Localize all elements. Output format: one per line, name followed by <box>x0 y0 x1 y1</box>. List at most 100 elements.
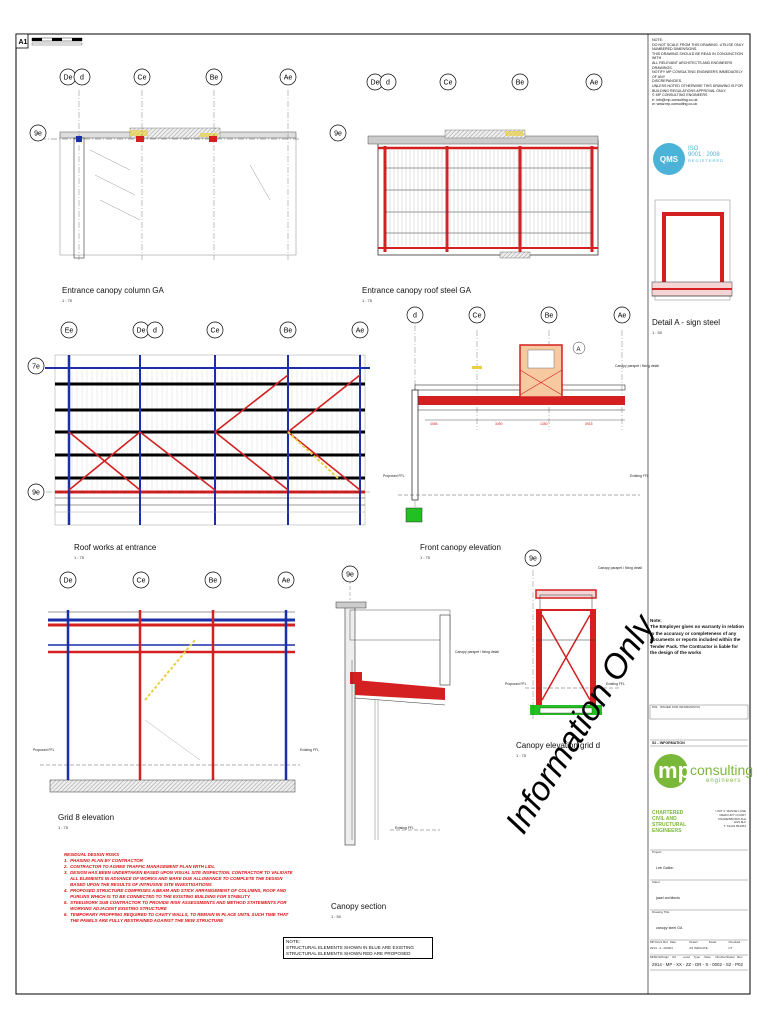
grid-bubble: 7e <box>27 357 45 375</box>
color-note-line1: STRUCTURAL ELEMENTS SHOWN IN BLUE ARE EX… <box>286 945 414 950</box>
employer-note: Note: The Employer gives no warranty in … <box>650 618 746 656</box>
notes-line: ALL RELEVANT ARCHITECTS AND ENGINEERS DR… <box>652 60 733 70</box>
notes-line: THIS DRAWING SHOULD BE READ IN CONJUNCTI… <box>652 51 743 61</box>
client-value: jaael architects <box>656 896 680 900</box>
risk-item: ALL ELEMENTS IN ADVANCE OF WORKS AND MAK… <box>64 876 283 881</box>
grid-bubble-label: Be <box>284 328 293 335</box>
iso-label: ISO <box>688 146 699 152</box>
chartered-block: CHARTERED CIVIL AND STRUCTURAL ENGINEERS <box>652 810 686 834</box>
title-elevation-d: Canopy elevation grid d <box>516 741 601 750</box>
meta-cell: 01 <box>669 947 673 950</box>
grid-bubble: 9e <box>341 565 359 583</box>
label-existing-ffl-front: Existing FFL <box>630 474 649 478</box>
grid-bubble: De <box>132 321 150 339</box>
grid-bubble-label: De <box>371 80 380 87</box>
view-grid8 <box>40 610 300 793</box>
grid-bubble-label: Ee <box>65 328 74 335</box>
grid-bubble: d <box>379 73 397 91</box>
view-column-ga <box>40 90 300 260</box>
iso-block: ISO 9001 : 2008 REGISTERED <box>688 146 724 163</box>
grid-bubble: Ee <box>60 321 78 339</box>
meta-cell: CT <box>728 947 733 950</box>
scale-canopy-section: 1 : 50 <box>331 914 342 919</box>
risks-header: RESIDUAL DESIGN RISKS <box>64 852 120 857</box>
project-value: Leb Gallon <box>656 866 674 870</box>
address-line: KNARESBOROUGH <box>718 816 746 821</box>
meta-cell: Scale <box>708 941 717 944</box>
meta-cell: Drawn <box>689 941 698 944</box>
label-dim-a: 4065 <box>430 422 438 426</box>
grid-bubble-label: Ce <box>444 80 453 87</box>
grid-bubble: Ae <box>351 321 369 339</box>
iso-standard: 9001 : 2008 <box>688 152 720 158</box>
scale-front-elevation: 1 : 75 <box>420 555 431 560</box>
detail-marker-text: A <box>577 347 581 353</box>
meta-cell: Status <box>726 956 735 959</box>
notes-line: BUILDING REGULATIONS APPROVAL ONLY. <box>652 88 727 93</box>
grid-bubble-label: De <box>64 578 73 585</box>
color-note-header: NOTE: <box>286 939 301 944</box>
meta-cell: Role <box>704 956 711 959</box>
label-dim-d: 3915 <box>585 422 593 426</box>
meta-cell: Level <box>682 956 690 959</box>
risk-item: THE PANELS ARE FULLY RESTRAINED AGAINST … <box>64 918 224 923</box>
grid-bubble-label: 9e <box>34 131 42 138</box>
risk-item: 6. TEMPORARY PROPPING REQUIRED TO CAVITY… <box>64 912 289 917</box>
notes-lines: DO NOT SCALE FROM THIS DRAWING. UTILISE … <box>652 43 748 107</box>
risk-item: 2. CONTRACTOR TO AGREE TRAFFIC MANAGEMEN… <box>64 864 215 869</box>
meta-cell: Rev <box>737 956 743 959</box>
logo-engineers: engineers <box>706 778 742 784</box>
title-column-ga: Entrance canopy column GA <box>62 286 164 295</box>
label-existing-ffl-elev-d: Existing FFL <box>606 682 625 686</box>
grid-bubble-label: Be <box>545 313 554 320</box>
grid-bubble-label: De <box>137 328 146 335</box>
grid-bubble-label: Ce <box>138 75 147 82</box>
grid-bubble-label: Ce <box>473 313 482 320</box>
scale-roof-steel-ga: 1 : 75 <box>362 298 373 303</box>
grid-bubble: Ce <box>206 321 224 339</box>
scale-roof-works: 1 : 75 <box>74 555 85 560</box>
address-line: T: 01423 861054 <box>723 824 746 829</box>
notes-line: UNLESS NOTED OTHERWISE THIS DRAWING IS F… <box>652 83 743 88</box>
grid-bubble-label: d <box>153 328 157 335</box>
label-proposed-ffl-front: Proposed FFL <box>383 474 405 478</box>
scale-bar <box>31 37 83 46</box>
grid-bubble: Be <box>205 68 223 86</box>
grid-bubble-label: De <box>64 75 73 82</box>
meta-cell: Number <box>715 956 727 959</box>
label-proposed-ffl-grid8: Proposed FFL <box>33 748 55 752</box>
view-roof-steel-ga <box>367 129 599 259</box>
grid-bubble-label: Be <box>210 75 219 82</box>
title-detail-a: Detail A - sign steel <box>652 318 721 327</box>
grid-bubble: 9e <box>29 124 47 142</box>
address-line: MERCURY COURT <box>719 812 746 817</box>
label-canopy-parapet-section: Canopy parapet / fixing detail <box>455 650 499 654</box>
logo-consulting: consulting <box>690 762 754 778</box>
notes-line: DO NOT SCALE FROM THIS DRAWING. UTILISE … <box>652 42 744 47</box>
grid-bubble-label: Ae <box>282 578 291 585</box>
meta-cell: Checked <box>728 941 741 944</box>
grid-bubble: Be <box>279 321 297 339</box>
grid-bubble-label: d <box>413 313 417 320</box>
grid-bubble: Ce <box>133 68 151 86</box>
client-label: Client <box>652 880 660 884</box>
view-roof-works <box>35 354 370 526</box>
view-front-elevation: A <box>398 325 640 523</box>
label-dim-b: 3490 <box>495 422 503 426</box>
drawing-title-label: Drawing Title <box>652 910 670 914</box>
meta-cell: AS INDICATE <box>689 947 708 950</box>
meta-cell: Type <box>693 956 701 959</box>
civil-and-text: CIVIL AND <box>652 816 677 822</box>
qms-logo: QMS <box>653 143 685 175</box>
logo-mp-text: mp <box>658 758 691 783</box>
grid-bubble-label: 7e <box>32 364 40 371</box>
notes-line: DISCREPANCIES. <box>652 79 683 84</box>
grid-bubble: Ce <box>439 73 457 91</box>
meta-cell: MNW Ref <box>650 956 661 959</box>
general-notes: NOTE: DO NOT SCALE FROM THIS DRAWING. UT… <box>652 38 748 107</box>
grid-bubble: d <box>73 68 91 86</box>
notes-line: NUMBERED DIMENSIONS. <box>652 47 698 52</box>
